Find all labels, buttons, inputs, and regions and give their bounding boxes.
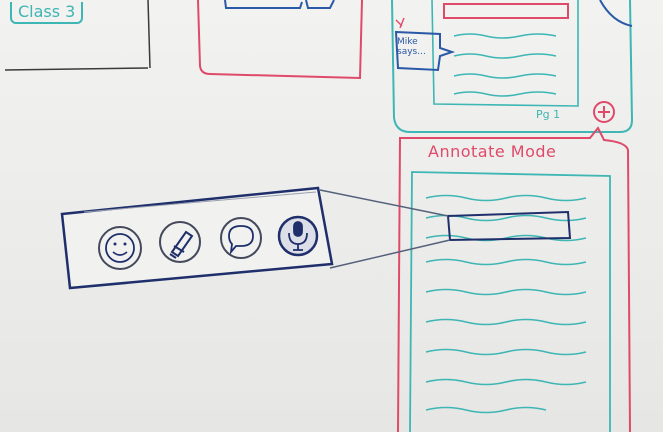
class-panel bbox=[4, 0, 151, 71]
toolbar-connector bbox=[319, 189, 451, 269]
page-label: Pg 1 bbox=[536, 108, 561, 121]
class-label[interactable]: Class 3 bbox=[10, 2, 84, 24]
comment-bubble-shape bbox=[394, 17, 456, 72]
highlighter-icon bbox=[169, 230, 194, 259]
microphone-tool-button[interactable] bbox=[277, 215, 319, 257]
document-text-lines bbox=[425, 194, 587, 414]
page-card bbox=[391, 0, 634, 133]
annotation-toolbar bbox=[60, 186, 334, 290]
selection-box bbox=[446, 210, 572, 242]
comment-tool-button[interactable] bbox=[220, 217, 262, 259]
plus-icon bbox=[598, 106, 610, 118]
pink-card bbox=[197, 0, 363, 80]
speech-bubble-icon bbox=[228, 225, 254, 255]
microphone-icon bbox=[288, 221, 308, 251]
highlighter-tool-button[interactable] bbox=[159, 221, 201, 263]
comment-bubble-text[interactable]: Mike says... bbox=[397, 37, 426, 57]
add-page-button[interactable] bbox=[593, 101, 615, 123]
mode-title: Annotate Mode bbox=[428, 142, 557, 161]
annotate-panel bbox=[397, 126, 631, 432]
smiley-face-icon bbox=[105, 233, 135, 263]
emoji-tool-button[interactable] bbox=[98, 226, 142, 270]
